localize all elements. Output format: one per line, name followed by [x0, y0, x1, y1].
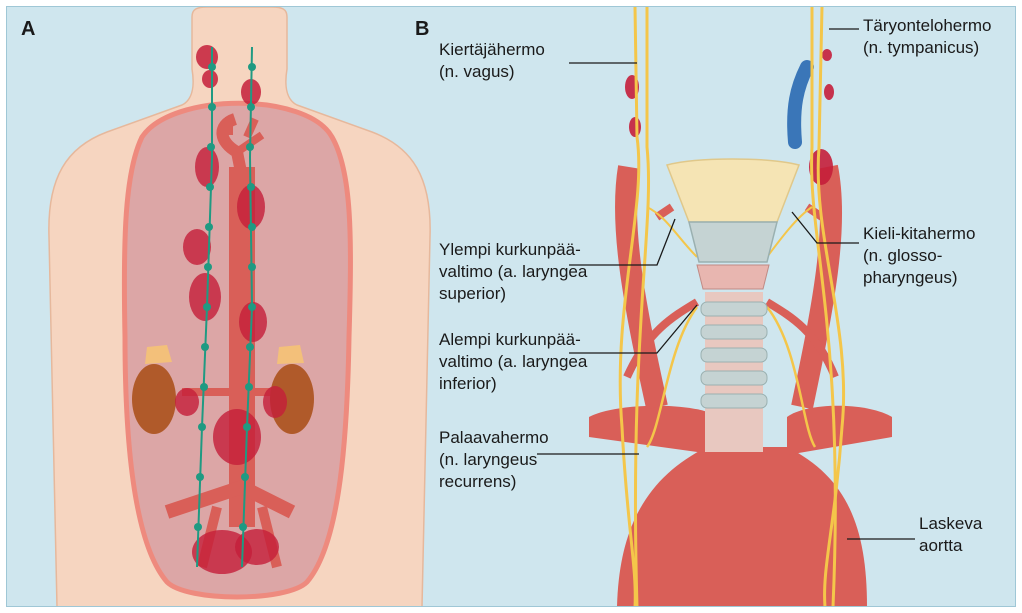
svg-text:Alempi kurkunpää-valtimo (a. l: Alempi kurkunpää-valtimo (a. laryngeainf… [439, 330, 588, 393]
panel-b-letter: B [415, 18, 429, 40]
anatomy-figure: A B [7, 7, 1016, 607]
svg-text:Kieli-kitahermo(n. glosso-phar: Kieli-kitahermo(n. glosso-pharyngeus) [863, 224, 975, 287]
svg-text:Kiertäjähermo(n. vagus): Kiertäjähermo(n. vagus) [439, 40, 545, 81]
svg-text:Ylempi kurkunpää-valtimo (a. l: Ylempi kurkunpää-valtimo (a. laryngeasup… [439, 240, 588, 303]
jugular-vein [794, 67, 807, 142]
trachea [701, 292, 767, 452]
svg-text:Täryontelohermo(n. tympanicus): Täryontelohermo(n. tympanicus) [863, 16, 992, 57]
panel-a-letter: A [21, 18, 35, 40]
label-vagus: Kiertäjähermo(n. vagus) [439, 40, 637, 81]
label-tympanicus: Täryontelohermo(n. tympanicus) [829, 16, 992, 57]
larynx [667, 159, 799, 289]
figure-frame: A B [6, 6, 1016, 607]
